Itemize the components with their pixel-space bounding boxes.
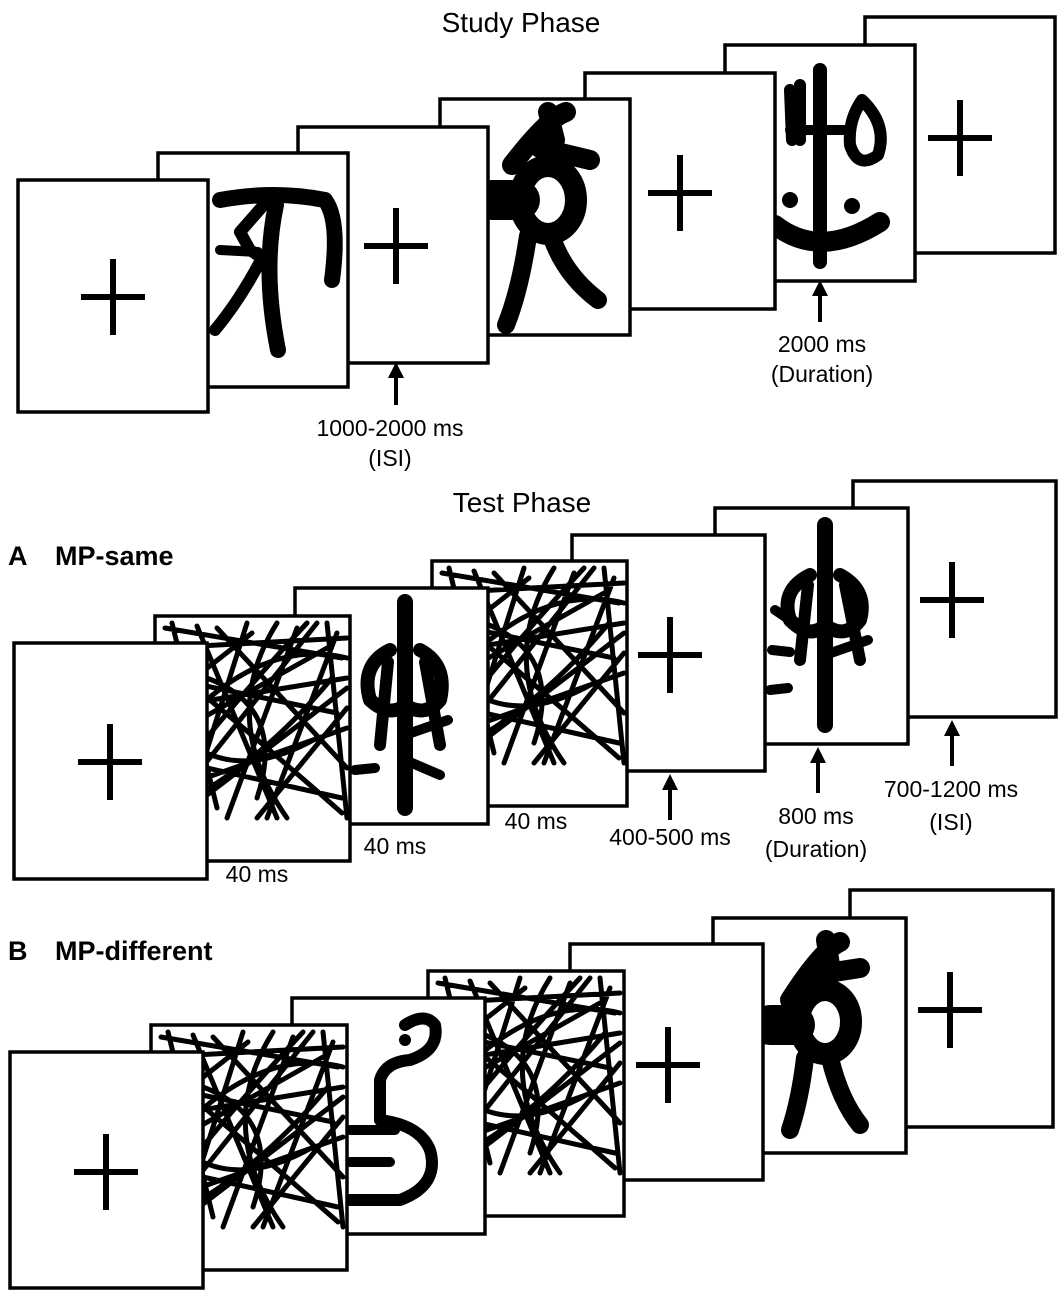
condition-a-name: MP-same [55,541,174,571]
study-phase-title: Study Phase [442,7,601,38]
study-isi-note: (ISI) [368,445,411,471]
condition-a-letter: A [8,541,28,571]
mp-different-prime-character-icon [344,1012,442,1206]
study-character-3-icon [765,63,890,269]
study-isi-time: 1000-2000 ms [316,415,463,441]
mp-same-target-time: 800 ms [778,803,853,829]
mp-different-stimulus-stack [8,888,1055,1290]
study-duration-note: (Duration) [771,361,873,387]
mp-same-stimulus-stack [12,479,1058,881]
study-duration-time: 2000 ms [778,331,866,357]
mp-same-prime-character-icon [350,594,453,816]
mp-same-mask2-time: 40 ms [505,808,568,834]
test-phase-title: Test Phase [453,487,592,518]
mp-same-target-note: (Duration) [765,836,867,862]
condition-b-name: MP-different [55,936,213,966]
study-character-1-icon [209,187,343,358]
mp-same-prime-time: 40 ms [364,833,427,859]
study-character-2-icon [472,102,607,334]
mp-same-isi-time: 700-1200 ms [884,776,1018,802]
mp-same-fix-time: 400-500 ms [609,824,730,850]
mp-same-target-character-icon [765,517,873,733]
mp-different-target-character-icon [750,930,870,1139]
mp-same-isi-note: (ISI) [929,809,972,835]
condition-b-letter: B [8,936,28,966]
study-stimulus-stack [16,15,1057,414]
mp-same-mask1-time: 40 ms [226,861,289,887]
